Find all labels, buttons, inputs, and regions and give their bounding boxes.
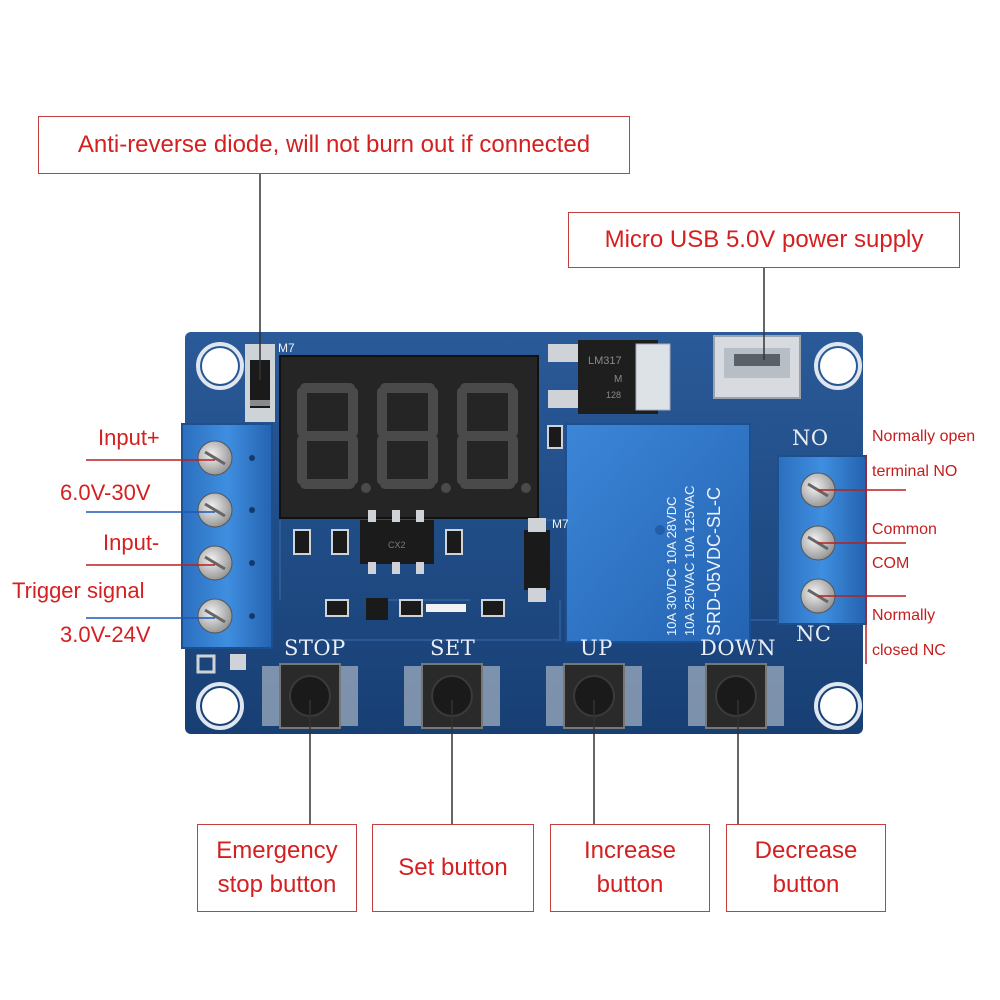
input-minus-label: Input- bbox=[103, 530, 160, 555]
silk-no-label: NO bbox=[792, 426, 829, 450]
usb-callout: Micro USB 5.0V power supply bbox=[568, 212, 960, 268]
down-push-button bbox=[688, 663, 784, 729]
silk-down-label: DOWN bbox=[700, 636, 777, 660]
diode-mark-mid: M7 bbox=[552, 517, 569, 531]
chip-text: CX2 bbox=[388, 540, 406, 550]
relay-rating-text-2: 10A 30VDC 10A 28VDC bbox=[664, 497, 679, 636]
decrease-button-callout: Decrease button bbox=[726, 824, 886, 912]
silk-set-label: SET bbox=[430, 636, 476, 660]
smd-components bbox=[293, 425, 563, 617]
output-leader-lines bbox=[818, 456, 906, 664]
silk-nc-label: NC bbox=[796, 622, 832, 646]
increase-callout-line2: button bbox=[596, 871, 664, 898]
normally-closed-label-2: closed NC bbox=[872, 642, 946, 659]
output-terminal-block bbox=[777, 455, 867, 625]
regulator-text: LM317 bbox=[588, 355, 622, 367]
diode-callout-text: Anti-reverse diode, will not burn out if… bbox=[77, 131, 591, 158]
middle-diode bbox=[524, 518, 550, 602]
optocoupler-chip bbox=[360, 510, 434, 574]
push-buttons bbox=[262, 663, 784, 729]
decrease-callout-line2: button bbox=[772, 871, 840, 898]
silk-up-label: UP bbox=[580, 636, 613, 660]
voltage-regulator bbox=[548, 340, 671, 414]
emergency-stop-callout: Emergency stop button bbox=[197, 824, 357, 912]
relay bbox=[565, 423, 751, 643]
normally-open-label-1: Normally open bbox=[872, 428, 976, 445]
seven-segment-display bbox=[279, 355, 539, 519]
increase-callout-line1: Increase bbox=[583, 837, 677, 864]
relay-rating-text-1: 10A 250VAC 10A 125VAC bbox=[682, 485, 697, 636]
trigger-signal-label: Trigger signal bbox=[12, 578, 145, 603]
emergency-callout-line2: stop button bbox=[217, 871, 337, 898]
micro-usb-port bbox=[713, 335, 801, 399]
emergency-callout-line1: Emergency bbox=[216, 837, 338, 864]
relay-model-text: SRD-05VDC-SL-C bbox=[704, 487, 724, 636]
input-terminal-block bbox=[181, 423, 273, 649]
input-voltage-label: 6.0V-30V bbox=[60, 480, 151, 505]
transistor bbox=[366, 598, 388, 620]
normally-open-label-2: terminal NO bbox=[872, 463, 958, 480]
increase-button-callout: Increase button bbox=[550, 824, 710, 912]
set-button-callout: Set button bbox=[372, 824, 534, 912]
normally-closed-label-1: Normally bbox=[872, 607, 936, 624]
mounting-holes bbox=[196, 342, 862, 730]
usb-callout-text: Micro USB 5.0V power supply bbox=[604, 226, 924, 253]
diode-callout: Anti-reverse diode, will not burn out if… bbox=[38, 116, 630, 174]
regulator-code: 128 bbox=[606, 390, 621, 400]
set-callout-text: Set button bbox=[398, 854, 508, 881]
regulator-sub: M bbox=[614, 374, 622, 385]
decrease-callout-line1: Decrease bbox=[754, 837, 858, 864]
diode-mark-top: M7 bbox=[278, 341, 295, 355]
up-push-button bbox=[546, 663, 642, 729]
input-plus-label: Input+ bbox=[98, 425, 160, 450]
common-label-2: COM bbox=[872, 555, 910, 572]
input-leader-lines bbox=[86, 459, 215, 619]
silk-stop-label: STOP bbox=[284, 636, 346, 660]
trigger-voltage-label: 3.0V-24V bbox=[60, 622, 151, 647]
common-label-1: Common bbox=[872, 521, 937, 538]
stop-push-button bbox=[262, 663, 358, 729]
leader-lines bbox=[259, 174, 765, 824]
